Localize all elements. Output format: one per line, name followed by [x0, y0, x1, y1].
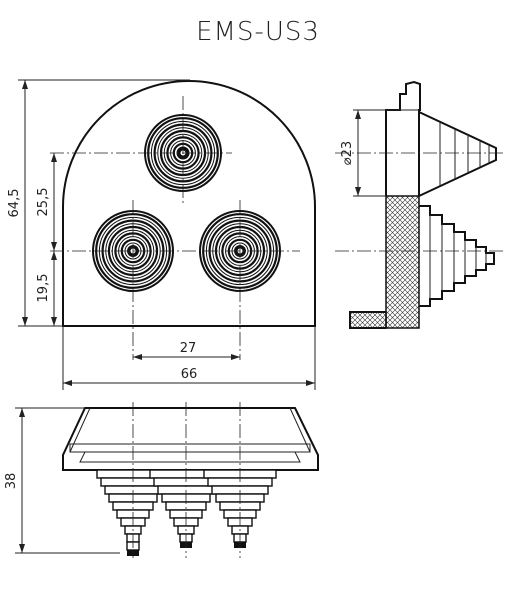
- side-view: ⌀23: [335, 80, 505, 329]
- bottom-cones: [96, 469, 277, 556]
- front-view-outline: [62, 80, 316, 327]
- drawing-title: EMS-US3: [196, 17, 320, 47]
- dim-spacing: 27: [180, 341, 197, 356]
- dim-lower-offset: 19,5: [36, 274, 51, 303]
- bottom-view: 38: [4, 402, 319, 558]
- dim-width-total: 66: [181, 367, 198, 382]
- side-lower-cone: [419, 205, 495, 307]
- dim-diameter: ⌀23: [340, 141, 355, 165]
- side-upper-body: [385, 80, 421, 196]
- front-view: 64,5 25,5 19,5 27 66: [7, 79, 316, 390]
- side-upper-cone-ribs: [439, 122, 490, 186]
- dim-height-total: 64,5: [7, 189, 22, 218]
- bottom-plate: [62, 407, 319, 471]
- dim-bottom-height: 38: [4, 473, 19, 490]
- dim-upper-offset: 25,5: [36, 188, 51, 217]
- side-section-hatch: [385, 195, 420, 329]
- side-upper-cone: [418, 111, 497, 197]
